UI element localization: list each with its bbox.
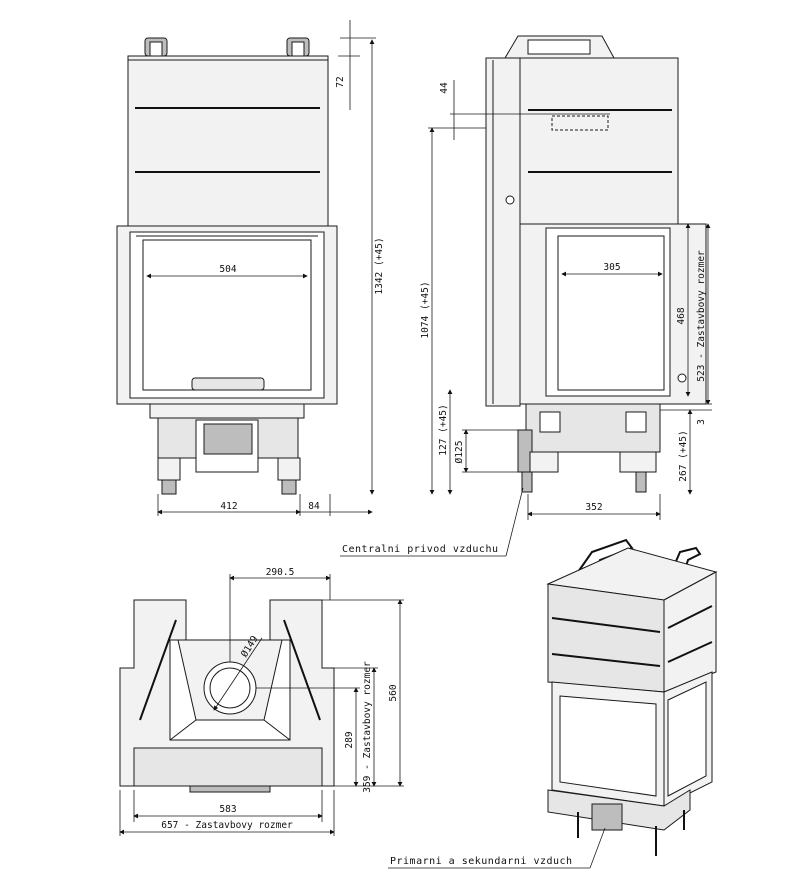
front-handle-left xyxy=(144,37,168,57)
label-central-air: Centralni privod vzduchu xyxy=(342,544,499,555)
dim-front-glass-width: 504 xyxy=(219,264,236,275)
front-leg-right xyxy=(277,457,301,481)
side-upper-box xyxy=(519,57,679,225)
dim-side-depth: 352 xyxy=(585,502,602,513)
dim-side-glass-height: 468 xyxy=(676,307,687,324)
front-handle-right xyxy=(286,37,310,57)
iso-upper-front xyxy=(547,583,665,693)
dim-side-install-height: 523 - Zastavbovy rozmer xyxy=(696,250,707,382)
dim-side-top-offset: 44 xyxy=(439,82,450,94)
iso-glass-front xyxy=(559,695,657,797)
dim-side-air-height: 127 (+45) xyxy=(438,404,449,455)
dim-top-flue-offset: 289 xyxy=(344,731,355,748)
dim-front-top: 72 xyxy=(335,76,346,87)
dim-top-offset: 290.5 xyxy=(266,567,295,578)
front-leg-left xyxy=(157,457,181,481)
front-glass xyxy=(142,239,312,391)
top-handle-left xyxy=(139,619,177,721)
dim-side-height: 1074 (+45) xyxy=(420,281,431,338)
top-flue-inner xyxy=(209,667,251,709)
label-primary-secondary-air: Primarni a sekundarni vzduch xyxy=(390,856,573,867)
dim-front-base-width: 412 xyxy=(220,501,237,512)
dim-side-glass-width: 305 xyxy=(603,262,620,273)
top-view: 290.5 Ø149 560 289 359 - Zastavbovy rozm… xyxy=(119,567,404,836)
dim-top-install-depth: 359 - Zastavbovy rozmer xyxy=(362,661,373,793)
front-upper-box xyxy=(127,55,329,227)
dim-side-air-diameter: Ø125 xyxy=(454,441,465,464)
dim-top-depth: 560 xyxy=(388,684,399,701)
side-view: 305 1074 (+45) 44 468 523 - Zastavbovy r… xyxy=(340,35,712,557)
side-column xyxy=(485,57,521,407)
dim-side-leg-height: 267 (+45) xyxy=(678,430,689,481)
side-glass xyxy=(557,235,665,391)
dim-side-small: 3 xyxy=(696,419,707,425)
front-view: 504 1342 (+45) 72 412 84 xyxy=(116,20,385,516)
dim-front-side: 84 xyxy=(308,501,320,512)
dim-top-install-width: 657 - Zastavbovy rozmer xyxy=(161,820,293,831)
dim-front-height-total: 1342 (+45) xyxy=(374,237,385,294)
dim-top-width: 583 xyxy=(219,804,236,815)
iso-view: Primarni a sekundarni vzduch xyxy=(388,538,718,869)
iso-upper-side xyxy=(663,571,717,693)
top-handle-right xyxy=(283,619,321,721)
